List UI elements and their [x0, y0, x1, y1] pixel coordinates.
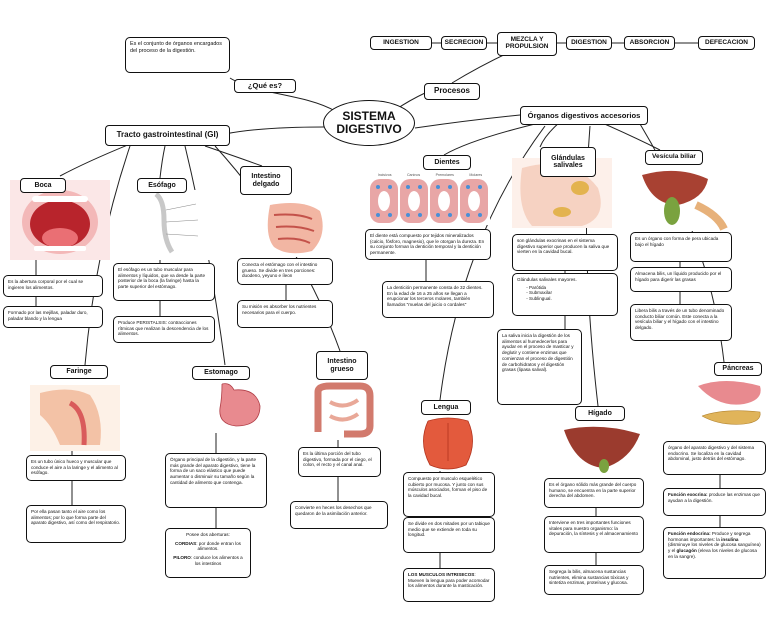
gland-parotida: Parótida: [529, 285, 613, 291]
esophagus-illustration: [136, 190, 214, 260]
vesicula-biliar-label: Vesícula biliar: [645, 150, 703, 165]
faringe-desc-2: Por ella pasan tanto el aire como los al…: [26, 505, 126, 543]
pancreas-desc-1: órgano del aparato digestivo y del siste…: [663, 441, 766, 475]
tongue-illustration: [412, 415, 484, 471]
accessory-organs-label: Órganos digestivos accesorios: [520, 106, 648, 125]
intestino-grueso-label: Intestino grueso: [316, 351, 368, 380]
processes-label: Procesos: [424, 83, 480, 100]
process-ingestion: INGESTION: [370, 36, 432, 50]
boca-desc-1: Es la abertura corporal por el cual se i…: [3, 275, 103, 297]
glandulas-desc-1: son glándulas exocrinas en el sistema di…: [512, 234, 618, 271]
lengua-desc-2: Se divide en dos mitades por un tabique …: [403, 517, 495, 553]
gland-submaxilar: Submaxilar: [529, 290, 613, 296]
glandulas-desc-2: Glándulas salivales mayores. Parótida Su…: [512, 273, 618, 316]
lengua-label: Lengua: [421, 400, 471, 415]
glandulas-desc-3: La saliva inicia la digestión de los ali…: [497, 329, 582, 405]
glandulas-salivales-label: Glándulas salivales: [540, 147, 596, 177]
estomago-label: Estomago: [192, 366, 250, 380]
small-intestine-illustration: [228, 195, 333, 257]
higado-desc-1: Es el órgano sólido más grande del cuerp…: [544, 478, 644, 508]
definition-box: Es el conjunto de órganos encargados del…: [125, 37, 230, 73]
lengua-desc-1: Compuesto por musculo esquelético cubier…: [403, 472, 495, 517]
faringe-label: Faringe: [50, 365, 108, 379]
esofago-label: Esófago: [137, 178, 187, 193]
pancreas-illustration: [694, 376, 766, 436]
question-label: ¿Qué es?: [234, 79, 296, 93]
large-intestine-illustration: [300, 380, 385, 440]
process-mezcla: MEZCLA Y PROPULSION: [497, 32, 557, 56]
pancreas-desc-2: Función exocrina: produce las enzimas qu…: [663, 488, 766, 516]
dientes-label: Dientes: [423, 155, 471, 170]
liver-illustration: [560, 422, 645, 477]
higado-label: Hígado: [575, 406, 625, 421]
dientes-desc-2: La dentición permanente consta de 32 die…: [382, 281, 494, 318]
teeth-label-incisivos: Incisivos: [377, 173, 392, 177]
mouth-illustration: [10, 180, 110, 260]
vesicula-desc-3: Libera bilis a través de un tubo denomin…: [630, 304, 732, 341]
delgado-desc-2: Su misión es absorber los nutrientes nec…: [237, 300, 333, 328]
teeth-illustration: [368, 173, 490, 225]
delgado-desc-1: Conecta el estómago con el intestino gru…: [237, 258, 333, 285]
faringe-desc-1: Es un tubo único hueco y muscular que co…: [26, 455, 126, 481]
vesicula-desc-2: Almacena bilis, un líquido producido por…: [630, 267, 732, 292]
higado-desc-3: Segrega la bilis, almacena sustancias nu…: [544, 565, 644, 595]
esofago-desc-1: El esófago es un tubo muscular para alim…: [113, 263, 215, 301]
main-title: SISTEMA DIGESTIVO: [323, 100, 415, 146]
gallbladder-illustration: [638, 165, 732, 231]
boca-label: Boca: [20, 178, 66, 193]
gi-tract-label: Tracto gastrointestinal (GI): [105, 125, 230, 146]
esofago-desc-2: Produce PERISTALSIS: contracciones rítmi…: [113, 316, 215, 343]
estomago-desc-2: Posee dos aberturas: CORDIAS: por donde …: [165, 528, 251, 578]
vesicula-desc-1: Es un órgano con forma de pera ubicada b…: [630, 232, 732, 262]
process-secrecion: SECRECION: [441, 36, 487, 50]
definition-text: Es el conjunto de órganos encargados del…: [130, 41, 223, 54]
gland-sublingual: Sublingual.: [529, 296, 613, 302]
pancreas-desc-3: Función endocrina: Produce y segrega hor…: [663, 527, 766, 579]
pharynx-illustration: [30, 385, 120, 451]
lengua-desc-3: LOS MUSCULOS INTRISECOS: Mueven la lengu…: [403, 568, 495, 602]
grueso-desc-1: Es la última porción del tubo digestivo,…: [298, 447, 381, 477]
dientes-desc-1: El diente está compuesto por tejidos min…: [365, 229, 491, 260]
intestino-delgado-label: Intestino delgado: [240, 166, 292, 195]
process-absorcion: ABSORCION: [624, 36, 675, 50]
grueso-desc-2: Convierte en heces los desechos que qued…: [290, 501, 388, 529]
estomago-desc-1: Órgano principal de la digestión, y la p…: [165, 453, 267, 508]
teeth-label-caninos: Caninos: [406, 173, 421, 177]
process-digestion: DIGESTION: [566, 36, 612, 50]
teeth-label-premolares: Premolares: [435, 173, 454, 177]
stomach-illustration: [200, 380, 270, 432]
teeth-label-molares: Molares: [469, 173, 483, 177]
boca-desc-2: Formado por las mejillas, paladar duro, …: [3, 306, 103, 328]
process-defecacion: DEFECACION: [698, 36, 755, 50]
pancreas-label: Páncreas: [714, 362, 762, 376]
higado-desc-2: Interviene en tres importantes funciones…: [544, 516, 644, 553]
